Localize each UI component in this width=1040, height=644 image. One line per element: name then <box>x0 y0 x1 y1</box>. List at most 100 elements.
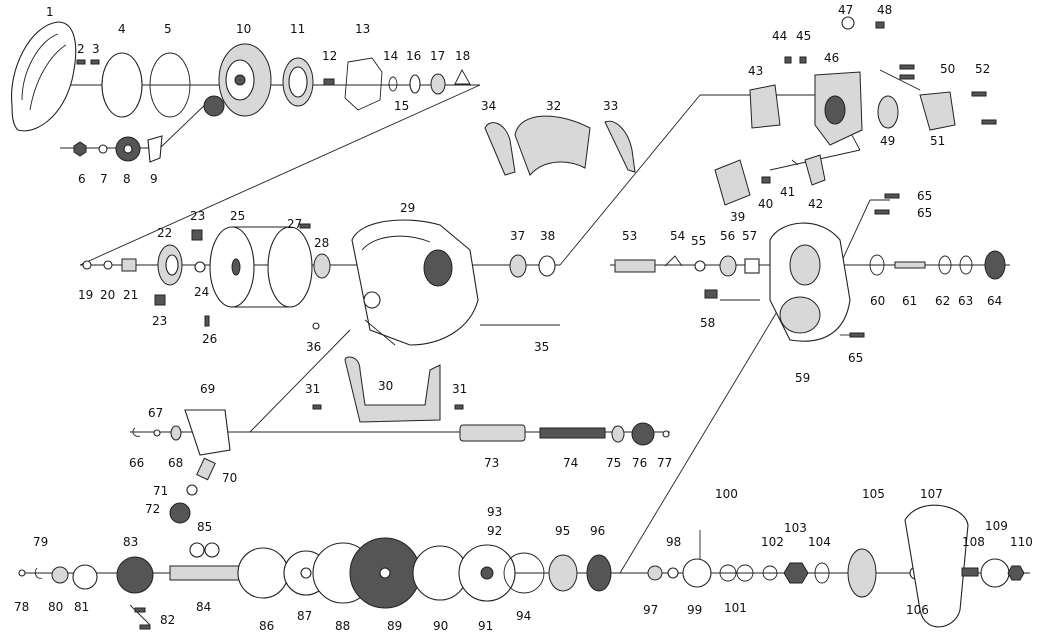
callout-62: 62 <box>935 294 950 308</box>
callout-100: 100 <box>715 487 738 501</box>
callout-98: 98 <box>666 535 681 549</box>
callout-46: 46 <box>824 51 839 65</box>
callout-9: 9 <box>150 172 158 186</box>
callout-93: 93 <box>487 505 502 519</box>
callout-28: 28 <box>314 236 329 250</box>
callout-104: 104 <box>808 535 831 549</box>
callout-32: 32 <box>546 99 561 113</box>
callout-43: 43 <box>748 64 763 78</box>
callout-1: 1 <box>46 5 54 19</box>
callout-5: 5 <box>164 22 172 36</box>
callout-20: 20 <box>100 288 115 302</box>
callout-35: 35 <box>534 340 549 354</box>
callout-65-mid: 65 <box>917 206 932 220</box>
callout-90: 90 <box>433 619 448 633</box>
callout-51: 51 <box>930 134 945 148</box>
callout-74: 74 <box>563 456 578 470</box>
callout-47: 47 <box>838 3 853 17</box>
callout-13: 13 <box>355 22 370 36</box>
callout-8: 8 <box>123 172 131 186</box>
callout-53: 53 <box>622 229 637 243</box>
callout-107: 107 <box>920 487 943 501</box>
callout-64: 64 <box>987 294 1002 308</box>
callout-76: 76 <box>632 456 647 470</box>
callout-21: 21 <box>123 288 138 302</box>
callout-71: 71 <box>153 484 168 498</box>
callout-83: 83 <box>123 535 138 549</box>
callout-14: 14 <box>383 49 398 63</box>
callout-84: 84 <box>196 600 211 614</box>
callout-16: 16 <box>406 49 421 63</box>
callout-25: 25 <box>230 209 245 223</box>
callout-2: 2 <box>77 42 85 56</box>
callout-86: 86 <box>259 619 274 633</box>
callout-57: 57 <box>742 229 757 243</box>
callout-72: 72 <box>145 502 160 516</box>
callout-31-left: 31 <box>305 382 320 396</box>
callout-65-bottom: 65 <box>848 351 863 365</box>
callout-52: 52 <box>975 62 990 76</box>
part-shapes <box>10 16 1025 630</box>
callout-85: 85 <box>197 520 212 534</box>
callout-106: 106 <box>906 603 929 617</box>
callout-40: 40 <box>758 197 773 211</box>
callout-12: 12 <box>322 49 337 63</box>
callout-67: 67 <box>148 406 163 420</box>
callout-26: 26 <box>202 332 217 346</box>
callout-101: 101 <box>724 601 747 615</box>
callout-60: 60 <box>870 294 885 308</box>
callout-54: 54 <box>670 229 685 243</box>
callout-99: 99 <box>687 603 702 617</box>
callout-24: 24 <box>194 285 209 299</box>
callout-38: 38 <box>540 229 555 243</box>
callout-56: 56 <box>720 229 735 243</box>
callout-41: 41 <box>780 185 795 199</box>
side-plate-part-59 <box>769 222 851 342</box>
callout-34: 34 <box>481 99 496 113</box>
callout-70: 70 <box>222 471 237 485</box>
callout-33: 33 <box>603 99 618 113</box>
callout-48: 48 <box>877 3 892 17</box>
callout-73: 73 <box>484 456 499 470</box>
callout-96: 96 <box>590 524 605 538</box>
callout-45: 45 <box>796 29 811 43</box>
callout-36: 36 <box>306 340 321 354</box>
callout-50: 50 <box>940 62 955 76</box>
callout-17: 17 <box>430 49 445 63</box>
callout-19: 19 <box>78 288 93 302</box>
callout-3: 3 <box>92 42 100 56</box>
frame-part-29 <box>351 219 479 346</box>
callout-37: 37 <box>510 229 525 243</box>
callout-82: 82 <box>160 613 175 627</box>
callout-91: 91 <box>478 619 493 633</box>
callout-79: 79 <box>33 535 48 549</box>
callout-66: 66 <box>129 456 144 470</box>
callout-75: 75 <box>606 456 621 470</box>
callout-95: 95 <box>555 524 570 538</box>
callout-18: 18 <box>455 49 470 63</box>
callout-105: 105 <box>862 487 885 501</box>
callout-labels: 1 2 3 4 5 6 7 8 9 10 11 12 13 14 15 16 1… <box>14 3 1033 633</box>
callout-61: 61 <box>902 294 917 308</box>
callout-68: 68 <box>168 456 183 470</box>
callout-30: 30 <box>378 379 393 393</box>
callout-81: 81 <box>74 600 89 614</box>
callout-87: 87 <box>297 609 312 623</box>
callout-49: 49 <box>880 134 895 148</box>
callout-109: 109 <box>985 519 1008 533</box>
callout-27: 27 <box>287 217 302 231</box>
callout-10: 10 <box>236 22 251 36</box>
callout-29: 29 <box>400 201 415 215</box>
callout-42: 42 <box>808 197 823 211</box>
callout-102: 102 <box>761 535 784 549</box>
callout-78: 78 <box>14 600 29 614</box>
callout-31-right: 31 <box>452 382 467 396</box>
callout-94: 94 <box>516 609 531 623</box>
callout-77: 77 <box>657 456 672 470</box>
callout-80: 80 <box>48 600 63 614</box>
callout-7: 7 <box>100 172 108 186</box>
callout-63: 63 <box>958 294 973 308</box>
callout-65-top: 65 <box>917 189 932 203</box>
